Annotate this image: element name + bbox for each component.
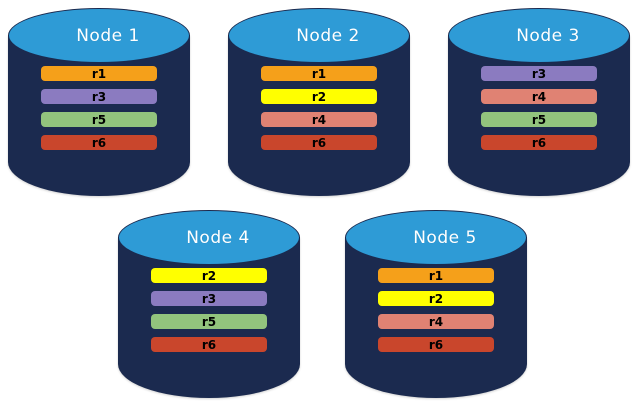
cylinder-top-ellipse <box>448 8 630 63</box>
replica-bar: r6 <box>261 135 377 150</box>
replica-stack: r2 r3 r5 r6 <box>118 268 300 352</box>
cylinder-top-ellipse <box>118 210 300 265</box>
replica-bar: r2 <box>261 89 377 104</box>
node-label: Node 3 <box>516 25 580 46</box>
cylinder-top-ellipse <box>8 8 190 63</box>
replica-bar: r5 <box>41 112 157 127</box>
node-cylinder-1: Node 1 r1 r3 r5 r6 <box>8 8 190 196</box>
node-label: Node 5 <box>413 227 477 248</box>
replica-bar: r1 <box>41 66 157 81</box>
replica-bar: r5 <box>481 112 597 127</box>
replica-bar: r1 <box>261 66 377 81</box>
replica-bar: r2 <box>151 268 267 283</box>
replica-bar: r6 <box>481 135 597 150</box>
cylinder-top-ellipse <box>228 8 410 63</box>
node-label: Node 4 <box>186 227 250 248</box>
replica-bar: r3 <box>151 291 267 306</box>
replica-bar: r4 <box>261 112 377 127</box>
replica-bar: r6 <box>41 135 157 150</box>
replica-bar: r3 <box>481 66 597 81</box>
node-label: Node 2 <box>296 25 360 46</box>
replica-bar: r3 <box>41 89 157 104</box>
replica-bar: r6 <box>378 337 494 352</box>
cylinder-top-ellipse <box>345 210 527 265</box>
node-cylinder-5: Node 5 r1 r2 r4 r6 <box>345 210 527 398</box>
replica-stack: r3 r4 r5 r6 <box>448 66 630 150</box>
node-cylinder-4: Node 4 r2 r3 r5 r6 <box>118 210 300 398</box>
replica-bar: r6 <box>151 337 267 352</box>
replica-stack: r1 r3 r5 r6 <box>8 66 190 150</box>
replica-stack: r1 r2 r4 r6 <box>228 66 410 150</box>
replica-bar: r1 <box>378 268 494 283</box>
node-cylinder-2: Node 2 r1 r2 r4 r6 <box>228 8 410 196</box>
replica-bar: r2 <box>378 291 494 306</box>
replica-bar: r4 <box>481 89 597 104</box>
node-label: Node 1 <box>76 25 140 46</box>
node-cylinder-3: Node 3 r3 r4 r5 r6 <box>448 8 630 196</box>
replica-stack: r1 r2 r4 r6 <box>345 268 527 352</box>
replica-bar: r4 <box>378 314 494 329</box>
replica-bar: r5 <box>151 314 267 329</box>
